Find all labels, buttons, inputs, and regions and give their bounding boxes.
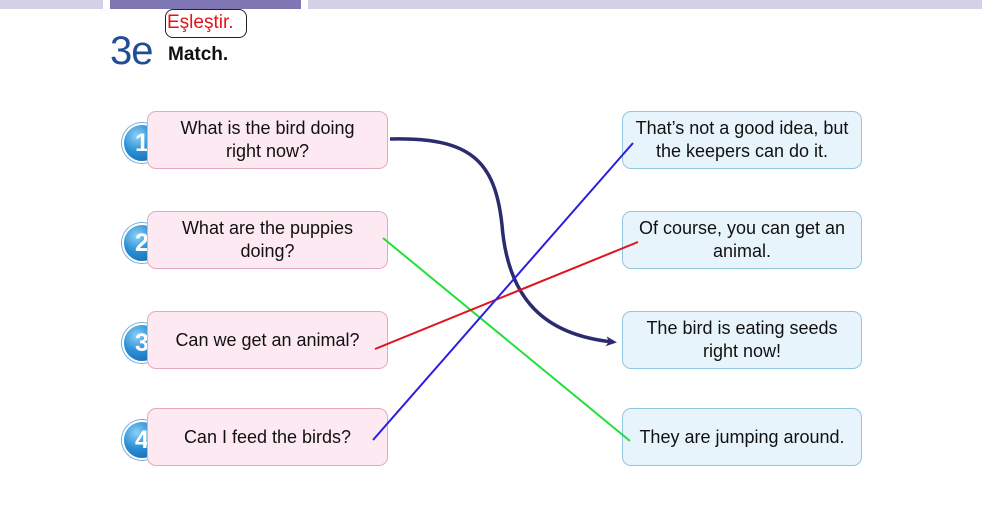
answer-text: The bird is eating seeds right now! — [646, 318, 838, 361]
answer-text: That’s not a good idea, but the keepers … — [635, 118, 849, 161]
header-bar-accent — [110, 0, 301, 9]
question-text: What is the bird doing right now? — [180, 118, 355, 161]
match-line-3 — [374, 241, 639, 350]
answer-text: They are jumping around. — [639, 426, 845, 447]
question-box-3[interactable]: Can we get an animal? — [147, 311, 388, 369]
question-box-4[interactable]: Can I feed the birds? — [147, 408, 388, 466]
exercise-title: Match. — [168, 44, 229, 65]
question-box-1[interactable]: What is the bird doing right now? — [147, 111, 388, 169]
question-box-2[interactable]: What are the puppies doing? — [147, 211, 388, 269]
question-text: Can we get an animal? — [175, 329, 360, 350]
answer-box-b[interactable]: Of course, you can get an animal. — [622, 211, 862, 269]
header-bar-left — [0, 0, 103, 9]
question-text: What are the puppies doing? — [181, 218, 354, 261]
answer-text: Of course, you can get an animal. — [638, 218, 846, 261]
answer-box-c[interactable]: The bird is eating seeds right now! — [622, 311, 862, 369]
exercise-number: 3e — [110, 29, 153, 73]
answer-box-a[interactable]: That’s not a good idea, but the keepers … — [622, 111, 862, 169]
answer-box-d[interactable]: They are jumping around. — [622, 408, 862, 466]
match-line-1 — [389, 137, 617, 347]
question-text: Can I feed the birds? — [183, 426, 352, 447]
translation-hint-text: Eşleştir. — [167, 12, 234, 33]
translation-hint: Eşleştir. — [165, 9, 247, 38]
match-line-4 — [372, 142, 634, 441]
header-bar-right — [308, 0, 982, 9]
match-line-2 — [382, 237, 631, 442]
